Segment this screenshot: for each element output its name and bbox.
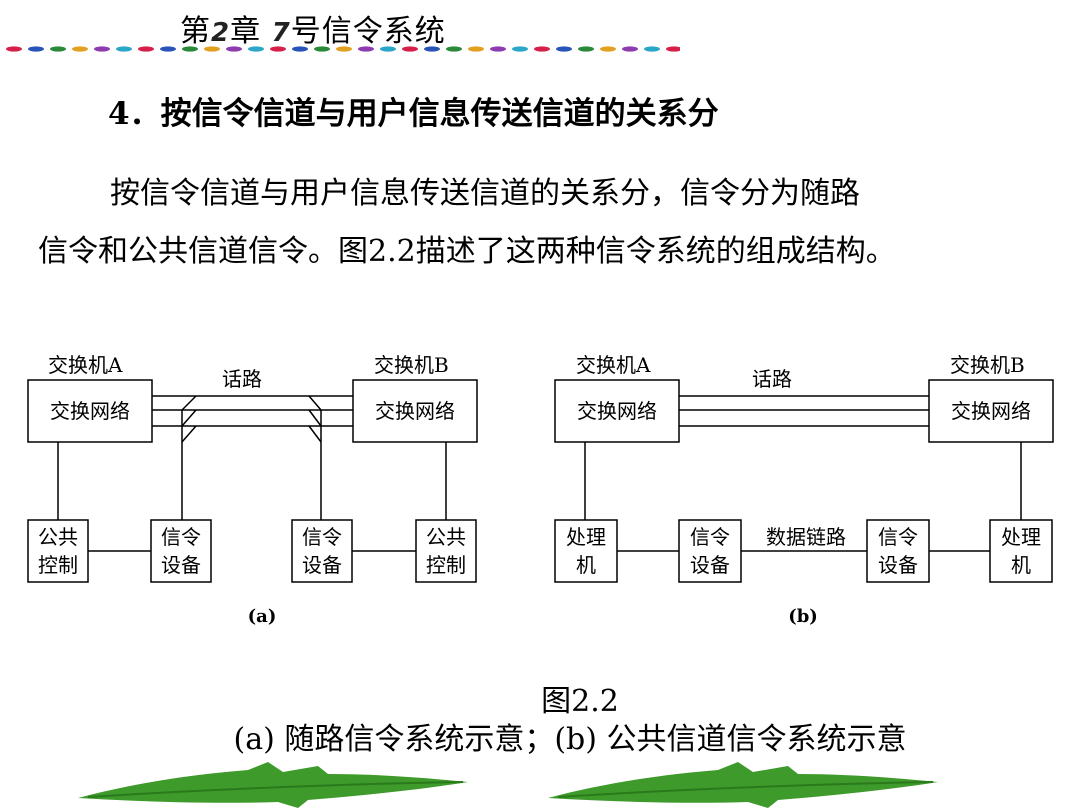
figure-description: (a) 随路信令系统示意；(b) 公共信道信令系统示意 — [233, 722, 907, 757]
a-common-control-right-line1: 公共 — [426, 525, 466, 549]
dash-segment — [622, 46, 638, 52]
dash-segment — [160, 46, 176, 52]
a-exchange-b-label: 交换机B — [374, 353, 449, 377]
figure-title: 图2.2 — [541, 684, 619, 719]
a-network-b-label: 交换网络 — [375, 399, 455, 423]
a-speech-path-lines — [152, 395, 353, 520]
system-number: 7 — [271, 18, 291, 48]
b-processor-left-line2: 机 — [576, 553, 596, 577]
a-signal-device-left-line1: 信令 — [161, 525, 201, 549]
chapter-prefix: 第 — [180, 14, 211, 49]
dash-segment — [644, 46, 660, 52]
a-caption: (a) — [248, 606, 277, 627]
dash-segment — [248, 46, 264, 52]
dash-segment — [138, 46, 154, 52]
dash-segment — [204, 46, 220, 52]
dash-segment — [358, 46, 374, 52]
section-heading: 4．按信令信道与用户信息传送信道的关系分 — [108, 96, 719, 132]
a-signal-device-left-line2: 设备 — [161, 553, 201, 577]
dash-segment — [72, 46, 88, 52]
leaf-decoration — [78, 762, 938, 808]
a-exchange-a-label: 交换机A — [48, 353, 123, 377]
dash-segment — [424, 46, 440, 52]
b-processor-left-line1: 处理 — [566, 525, 606, 549]
dash-segment — [380, 46, 396, 52]
b-signal-device-left-line1: 信令 — [690, 525, 730, 549]
dash-segment — [116, 46, 132, 52]
dash-segment — [402, 46, 418, 52]
dash-segment — [6, 46, 22, 52]
b-network-b-box — [928, 379, 1054, 443]
dash-segment — [534, 46, 550, 52]
dash-segment — [314, 46, 330, 52]
b-network-b-label: 交换网络 — [951, 399, 1031, 423]
a-signal-device-right-line1: 信令 — [302, 525, 342, 549]
dash-segment — [50, 46, 66, 52]
diagram-a: 交换机A 交换机B 话路 交换网络 交换网络 — [27, 353, 478, 627]
header-dashed-rule — [6, 46, 680, 52]
leaf-left — [78, 762, 468, 808]
b-signal-device-right-line1: 信令 — [878, 525, 918, 549]
dash-segment — [446, 46, 462, 52]
dash-segment — [226, 46, 242, 52]
dash-segment — [292, 46, 308, 52]
dash-segment — [182, 46, 198, 52]
a-signal-device-right-line2: 设备 — [302, 553, 342, 577]
b-caption: (b) — [788, 606, 818, 627]
b-processor-right-line1: 处理 — [1001, 525, 1041, 549]
dash-segment — [94, 46, 110, 52]
a-common-control-left-line1: 公共 — [38, 525, 78, 549]
dash-segment — [490, 46, 506, 52]
dash-segment — [270, 46, 286, 52]
b-exchange-a-label: 交换机A — [576, 353, 651, 377]
dash-segment — [468, 46, 484, 52]
dash-segment — [578, 46, 594, 52]
diagram-b: 交换机A 交换机B 话路 交换网络 交换网络 处理 机 信令 设备 数据链路 信… — [554, 353, 1054, 627]
chapter-number: 2 — [211, 18, 231, 48]
dash-segment — [600, 46, 616, 52]
b-network-a-box — [554, 379, 680, 443]
dash-segment — [28, 46, 44, 52]
b-speech-path-label: 话路 — [752, 367, 792, 391]
b-signal-device-left-line2: 设备 — [690, 553, 730, 577]
dash-segment — [666, 46, 680, 52]
signaling-diagram: 交换机A 交换机B 话路 交换网络 交换网络 — [27, 353, 1054, 627]
chapter-word: 章 — [230, 14, 262, 49]
paragraph-line-2: 信令和公共信道信令。图2.2描述了这两种信令系统的组成结构。 — [38, 234, 896, 269]
leaf-right — [548, 762, 938, 808]
b-data-link-label: 数据链路 — [766, 525, 846, 549]
b-exchange-b-label: 交换机B — [950, 353, 1025, 377]
b-processor-right-line2: 机 — [1011, 553, 1031, 577]
b-signal-device-right-line2: 设备 — [878, 553, 918, 577]
a-network-b-box — [352, 379, 478, 443]
a-common-control-right-line2: 控制 — [426, 553, 466, 577]
a-network-a-box — [27, 379, 153, 443]
dash-segment — [512, 46, 528, 52]
b-speech-path-lines — [679, 395, 929, 427]
dash-segment — [556, 46, 572, 52]
paragraph-line-1: 按信令信道与用户信息传送信道的关系分，信令分为随路 — [110, 176, 860, 211]
dash-segment — [336, 46, 352, 52]
a-common-control-left-line2: 控制 — [38, 553, 78, 577]
system-title: 号信令系统 — [290, 14, 446, 49]
a-network-a-label: 交换网络 — [50, 399, 130, 423]
b-network-a-label: 交换网络 — [577, 399, 657, 423]
chapter-title: 第2章 7号信令系统 — [180, 6, 446, 50]
a-speech-path-label: 话路 — [222, 367, 262, 391]
